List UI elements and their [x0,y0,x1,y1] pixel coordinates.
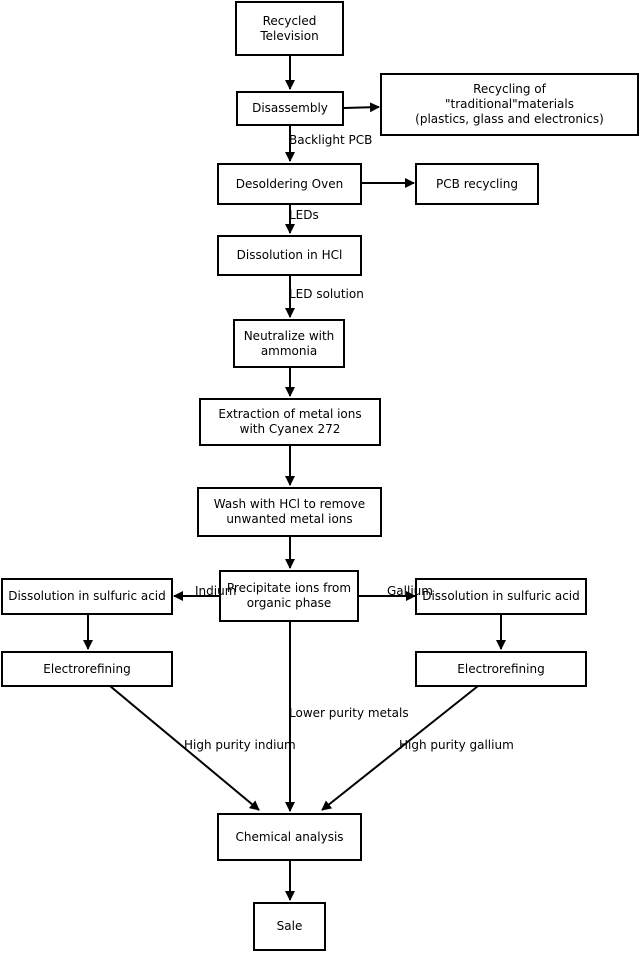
node-electrorefining-left: Electrorefining [1,651,173,687]
node-disassembly: Disassembly [236,91,344,126]
node-electrorefining-right: Electrorefining [415,651,587,687]
node-traditional-materials: Recycling of "traditional"materials (pla… [380,73,639,136]
label-gallium: Gallium [387,584,433,598]
node-recycled-television: Recycled Television [235,1,344,56]
node-dissolution-sulfuric-left: Dissolution in sulfuric acid [1,578,173,615]
label-lower-purity-metals: Lower purity metals [289,706,409,720]
arrow-left-electro-to-chemical [109,685,260,811]
label-high-purity-indium: High purity indium [184,738,296,752]
label-indium: Indium [195,584,237,598]
node-sale: Sale [253,902,326,951]
node-pcb-recycling: PCB recycling [415,163,539,205]
arrow-disassembly-to-traditional [343,102,380,113]
arrow-right-electro-to-chemical [321,685,479,811]
node-extraction-cyanex: Extraction of metal ions with Cyanex 272 [199,398,381,446]
node-precipitate-ions: Precipitate ions from organic phase [219,570,359,622]
node-wash-hcl: Wash with HCl to remove unwanted metal i… [197,487,382,537]
node-desoldering-oven: Desoldering Oven [217,163,362,205]
node-chemical-analysis: Chemical analysis [217,813,362,861]
label-leds: LEDs [289,208,319,222]
label-high-purity-gallium: High purity gallium [399,738,514,752]
label-backlight-pcb: Backlight PCB [289,133,373,147]
node-dissolution-hcl: Dissolution in HCl [217,235,362,276]
node-dissolution-sulfuric-right: Dissolution in sulfuric acid [415,578,587,615]
node-neutralize-ammonia: Neutralize with ammonia [233,319,345,368]
label-led-solution: LED solution [289,287,364,301]
